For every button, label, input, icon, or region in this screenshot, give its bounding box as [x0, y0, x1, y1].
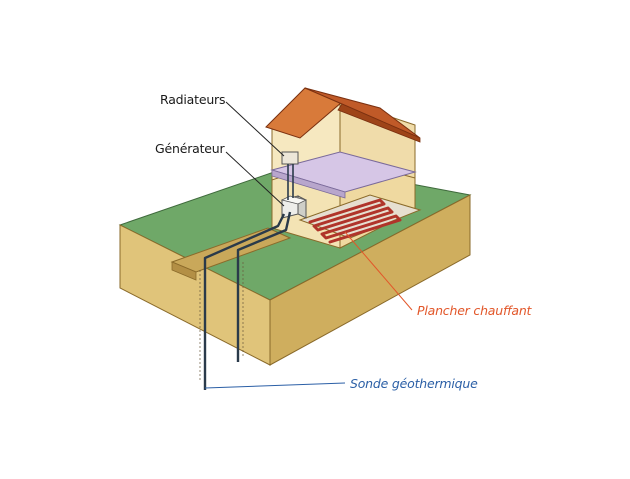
label-generator: Générateur	[155, 141, 225, 156]
radiator	[281, 151, 299, 165]
geothermal-pipes	[199, 211, 292, 390]
heated-floor-coils	[308, 198, 402, 244]
soil-side-face	[269, 194, 471, 366]
leader-lines	[204, 101, 413, 389]
label-geothermal-probe: Sonde géothermique	[350, 376, 478, 391]
label-radiators: Radiateurs	[160, 92, 226, 107]
roof-side	[337, 103, 421, 143]
heated-floor-pipe	[308, 198, 402, 244]
upper-floor-edge	[271, 169, 346, 199]
heated-floor-leader	[344, 231, 413, 311]
equipment	[280, 151, 308, 219]
trench-wall	[171, 261, 197, 281]
probe-pipe-run-1	[203, 213, 286, 390]
radiators-leader	[225, 101, 285, 157]
label-heated-floor: Plancher chauffant	[417, 303, 532, 318]
generator-leader	[225, 151, 285, 207]
probe-pipe-run-2	[236, 211, 292, 362]
probe-leader	[204, 382, 346, 389]
